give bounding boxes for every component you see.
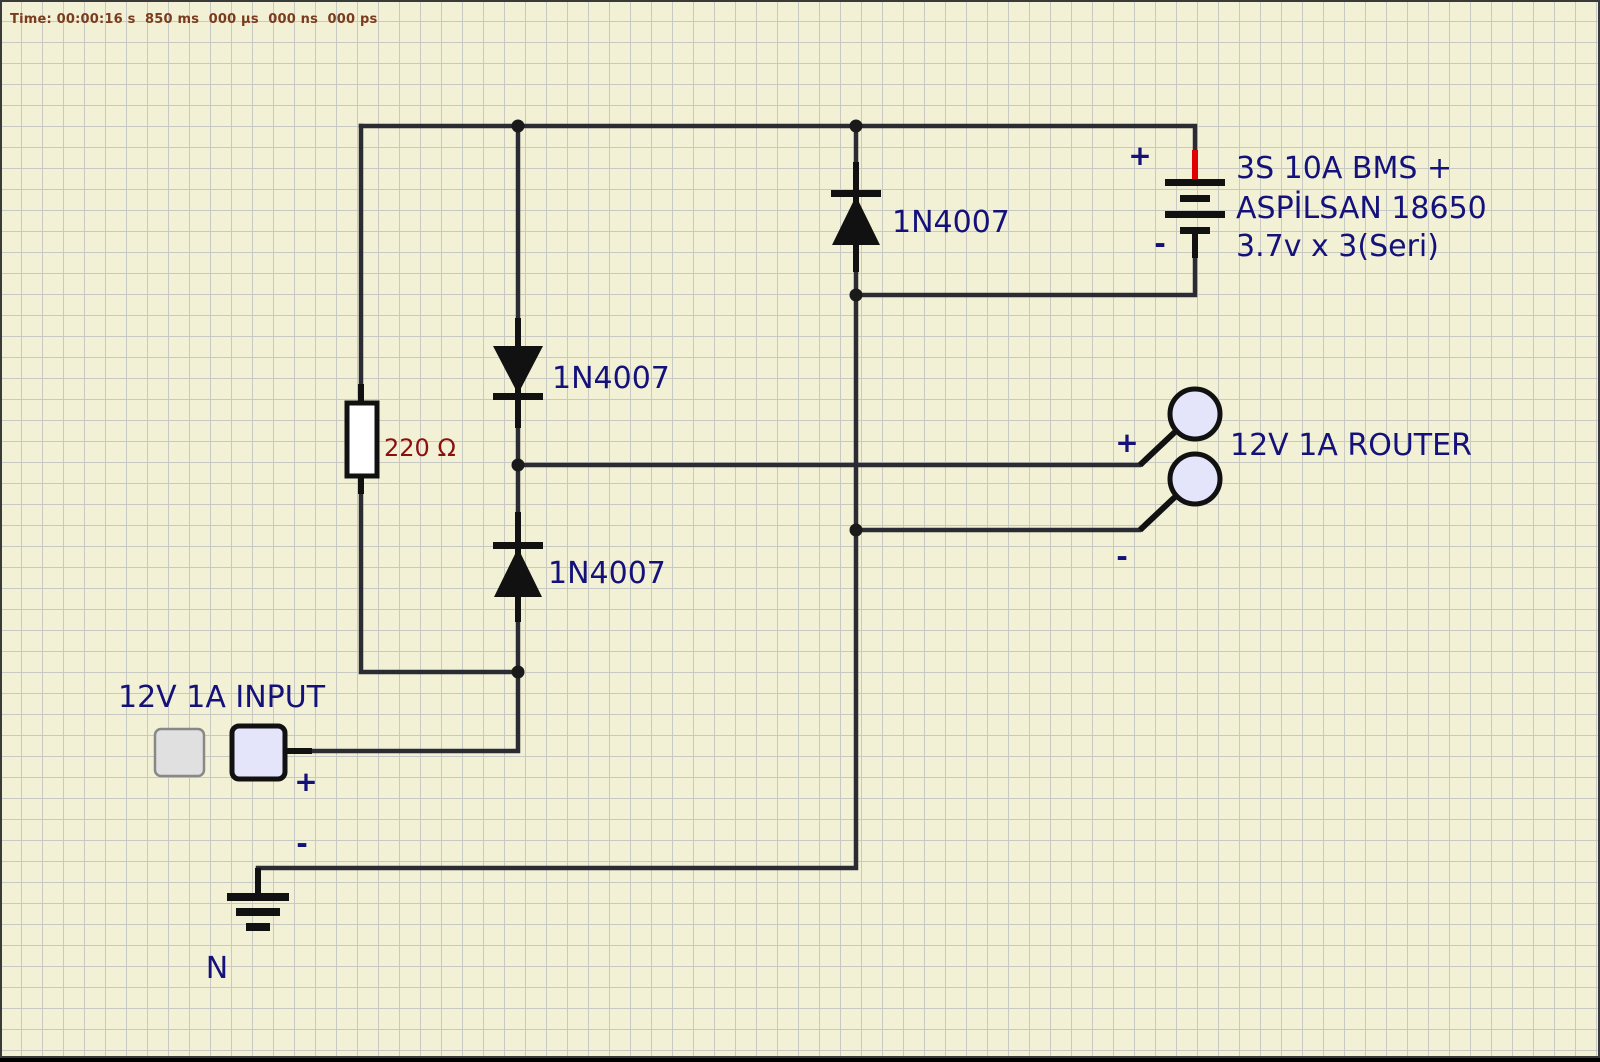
diode-mid-label: 1N4007 <box>552 361 670 396</box>
ground-bar <box>236 908 280 916</box>
diode-triangle <box>832 196 880 245</box>
resistor[interactable]: 220 Ω <box>344 384 456 494</box>
battery-label-line1: 3S 10A BMS + <box>1236 151 1452 186</box>
input-toggle-button[interactable] <box>153 727 206 778</box>
battery-plate <box>1180 195 1210 202</box>
input-plus-sign: + <box>294 765 317 798</box>
router-output[interactable]: + - 12V 1A ROUTER <box>1115 386 1472 573</box>
diode-top-label: 1N4007 <box>892 205 1010 240</box>
simulation-time-readout: Time: 00:00:16 s 850 ms 000 µs 000 ns 00… <box>10 12 378 27</box>
ground-bar <box>246 923 270 931</box>
ground-label: N <box>206 951 228 986</box>
wire-input-positive[interactable] <box>307 611 521 754</box>
router-terminal-lead <box>1137 428 1179 468</box>
diode-low[interactable]: 1N4007 <box>493 512 666 622</box>
wire-top-rail[interactable] <box>358 123 1198 163</box>
diode-cathode-bar <box>493 393 543 400</box>
junction-node <box>511 458 525 472</box>
battery-plate <box>1165 211 1225 218</box>
resistor-body <box>344 400 380 479</box>
junction-node <box>511 665 525 679</box>
battery-minus-sign: - <box>1154 227 1166 260</box>
junction-node <box>849 523 863 537</box>
input-source[interactable]: 12V 1A INPUT + - <box>118 680 326 860</box>
diode-low-label: 1N4007 <box>548 556 666 591</box>
router-label: 12V 1A ROUTER <box>1230 428 1472 463</box>
battery-plate <box>1180 227 1210 234</box>
router-negative-terminal[interactable] <box>1167 451 1223 507</box>
diode-triangle <box>494 548 542 597</box>
junction-node <box>511 119 525 133</box>
diode-triangle <box>493 346 543 394</box>
ground-symbol[interactable]: N <box>206 868 289 986</box>
wire-battery-negative[interactable] <box>853 247 1198 298</box>
battery-label-line2: ASPİLSAN 18650 <box>1236 190 1487 226</box>
junction-node <box>849 119 863 133</box>
diode-cathode-bar <box>831 190 881 197</box>
junction-nodes <box>511 119 863 679</box>
battery[interactable]: + - 3S 10A BMS + ASPİLSAN 18650 3.7v x 3… <box>1128 139 1487 264</box>
ground-bar <box>227 893 289 901</box>
wire-resistor-bottom[interactable] <box>358 479 521 675</box>
router-plus-sign: + <box>1115 426 1138 459</box>
diode-top[interactable]: 1N4007 <box>831 162 1010 272</box>
input-label: 12V 1A INPUT <box>118 680 326 715</box>
input-terminal[interactable] <box>229 723 288 782</box>
router-minus-sign: - <box>1116 540 1128 573</box>
resistor-label: 220 Ω <box>384 434 456 462</box>
diode-cathode-bar <box>493 542 543 549</box>
router-positive-terminal[interactable] <box>1167 386 1223 442</box>
battery-label-line3: 3.7v x 3(Seri) <box>1236 229 1439 264</box>
input-minus-sign: - <box>296 827 308 860</box>
battery-plus-sign: + <box>1128 139 1151 172</box>
junction-node <box>849 288 863 302</box>
router-terminal-lead <box>1137 493 1179 533</box>
battery-plate <box>1165 179 1225 186</box>
diode-mid[interactable]: 1N4007 <box>493 318 670 428</box>
